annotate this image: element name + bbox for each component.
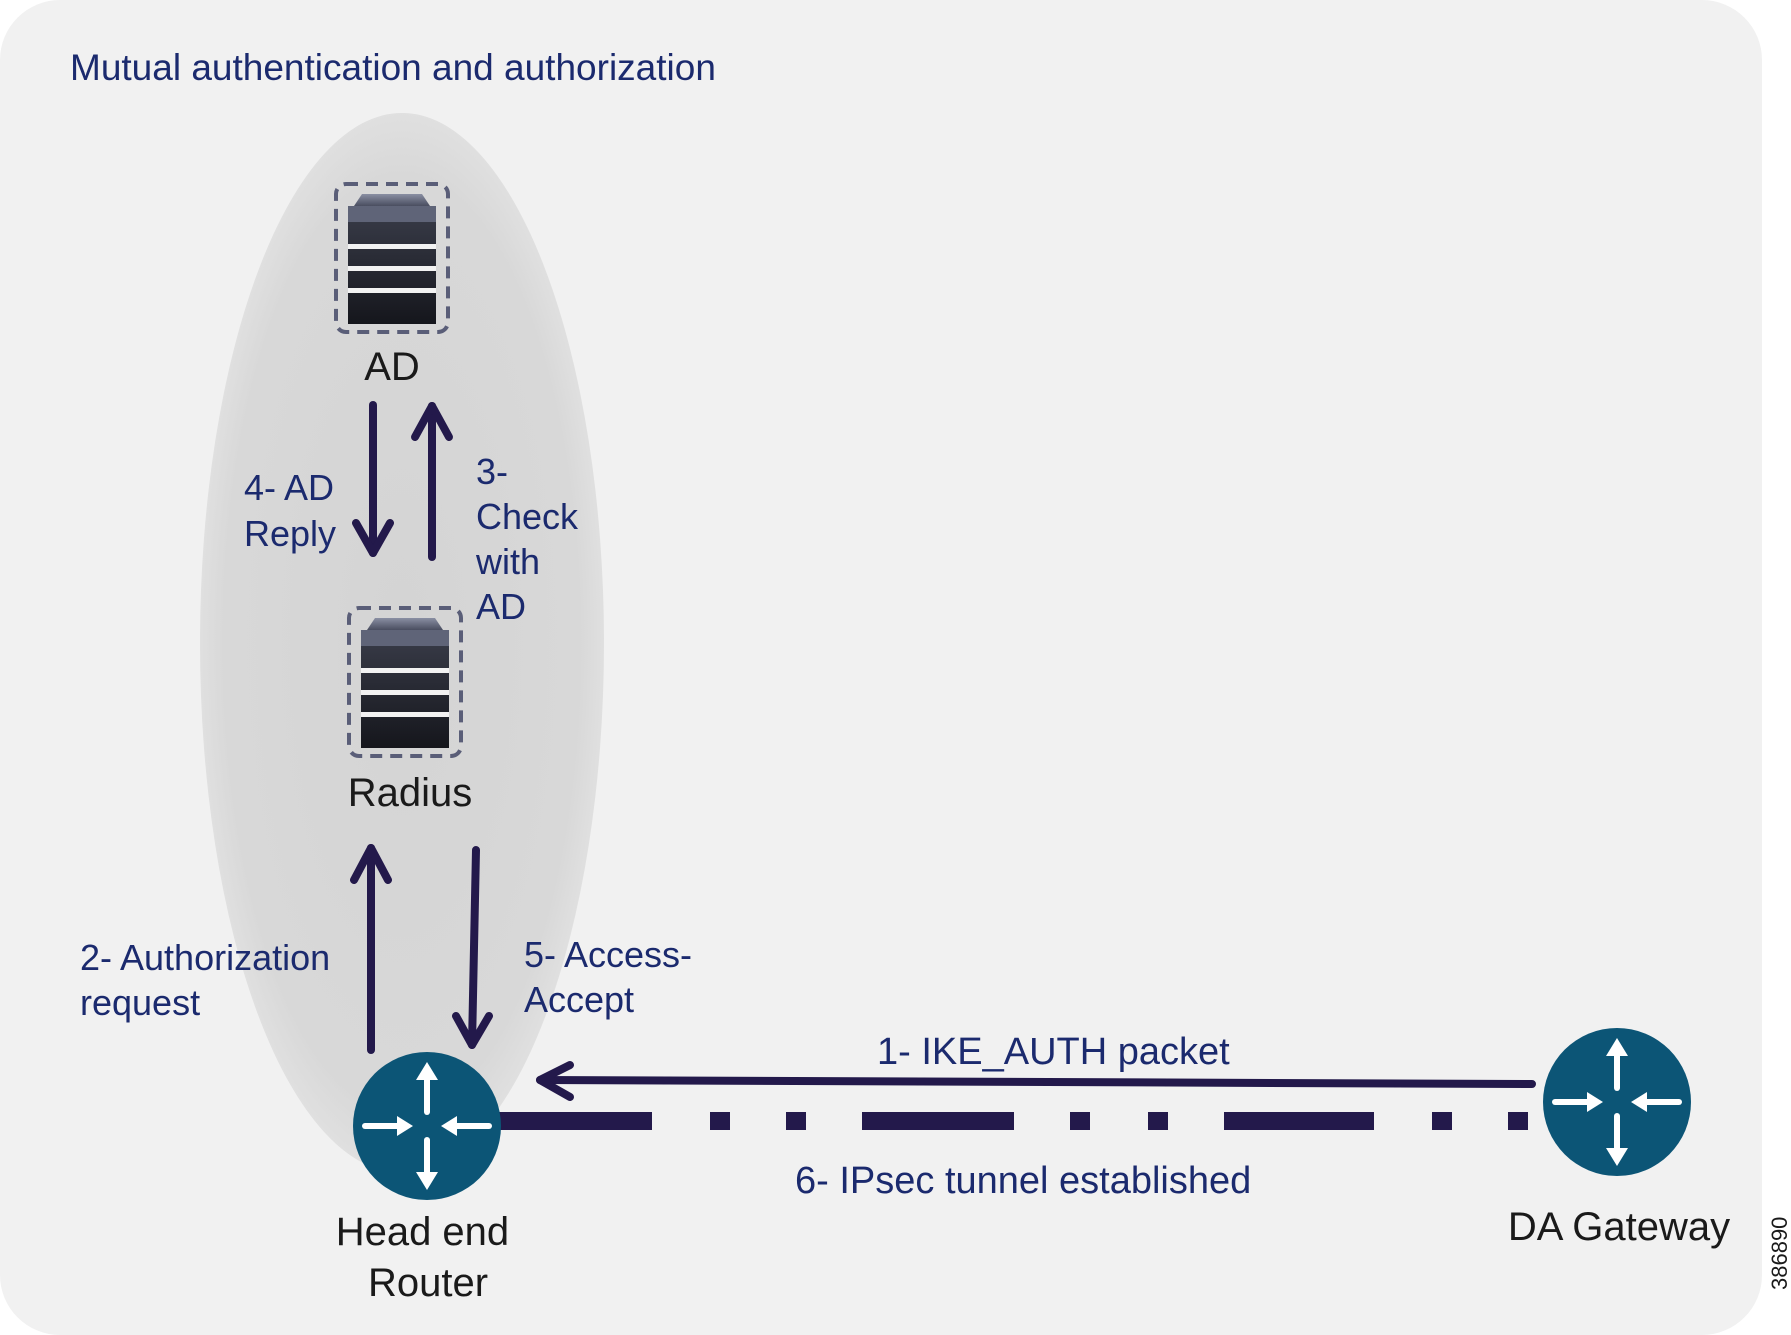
radius-server: Radius xyxy=(347,606,473,815)
arrow-ad-reply xyxy=(352,401,394,557)
figure-id: 386890 xyxy=(1767,1217,1791,1290)
ad-label: AD xyxy=(364,345,420,389)
arrow-check-with-ad xyxy=(411,402,453,561)
step-5-label: 5- Access- Accept xyxy=(524,934,702,1020)
step-4-label: 4- AD Reply xyxy=(244,467,344,554)
da-gateway-label: DA Gateway xyxy=(1508,1205,1730,1249)
step-3-label: 3- Check with AD xyxy=(475,451,588,627)
server-icon xyxy=(347,606,463,758)
diagram-title: Mutual authentication and authorization xyxy=(70,47,716,88)
ipsec-tunnel-line xyxy=(498,1112,1528,1130)
router-icon xyxy=(353,1052,501,1200)
radius-label: Radius xyxy=(348,771,473,815)
head-end-router-label: Head end Router xyxy=(336,1210,521,1305)
arrow-access-accept xyxy=(452,846,493,1049)
step-6-label: 6- IPsec tunnel established xyxy=(795,1160,1251,1202)
head-end-router: Head end Router xyxy=(336,1052,521,1305)
step-1-label: 1- IKE_AUTH packet xyxy=(877,1031,1230,1073)
ad-server: AD xyxy=(334,182,450,389)
arrow-ike-auth xyxy=(536,1061,1536,1101)
step-2-label: 2- Authorization request xyxy=(80,937,340,1023)
da-gateway: DA Gateway xyxy=(1508,1028,1730,1249)
router-icon xyxy=(1543,1028,1691,1176)
server-icon xyxy=(334,182,450,334)
arrow-authorization-request xyxy=(350,844,392,1054)
